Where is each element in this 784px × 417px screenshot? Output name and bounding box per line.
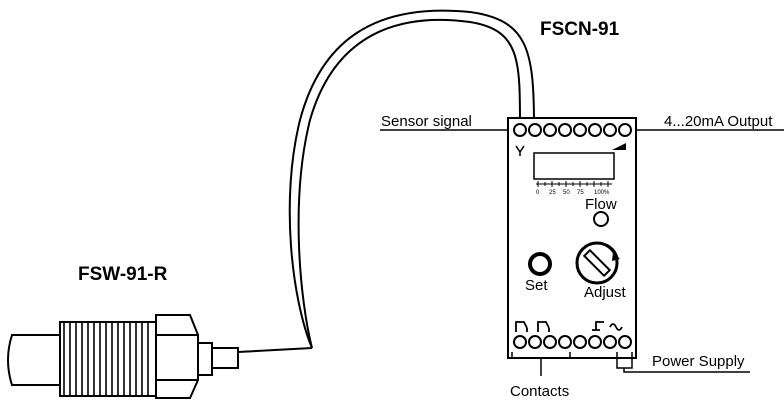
scale-tick-0: 0 [536, 190, 540, 196]
sensor-cable-end [237, 347, 313, 353]
scale-tick-100: 100% [594, 190, 610, 196]
scale-minor-ticks [537, 181, 609, 187]
scale-tick-25: 25 [549, 190, 556, 196]
controller-title: FSCN-91 [540, 19, 620, 40]
led-bar-display [533, 152, 615, 180]
sensor-fsw-91-r [7, 314, 239, 399]
scale-tick-50: 50 [563, 190, 570, 196]
relay-2-icon [537, 321, 550, 332]
flow-label: Flow [585, 196, 617, 213]
top-terminals [513, 123, 632, 137]
sensor-signal-label: Sensor signal [381, 113, 472, 130]
output-symbol-icon [612, 143, 626, 150]
contacts-label: Contacts [510, 383, 569, 400]
contacts-bracket [511, 352, 571, 376]
scale-tick-75: 75 [577, 190, 584, 196]
power-supply-label: Power Supply [652, 353, 745, 370]
power-supply-bracket [616, 352, 750, 373]
ac-icon [609, 323, 623, 331]
ground-icon [592, 321, 604, 331]
output-label: 4...20mA Output [664, 113, 773, 130]
sensor-cable [288, 9, 535, 349]
adjust-knob[interactable] [575, 241, 620, 285]
flow-led-icon [593, 211, 609, 227]
set-label: Set [525, 277, 548, 294]
adjust-label: Adjust [584, 284, 627, 301]
relay-1-icon [515, 321, 528, 332]
sensor-symbol-icon [515, 145, 525, 156]
bottom-terminals [513, 335, 632, 349]
set-button[interactable] [528, 252, 552, 276]
sensor-title: FSW-91-R [78, 264, 168, 285]
sensor-thread [63, 322, 149, 396]
